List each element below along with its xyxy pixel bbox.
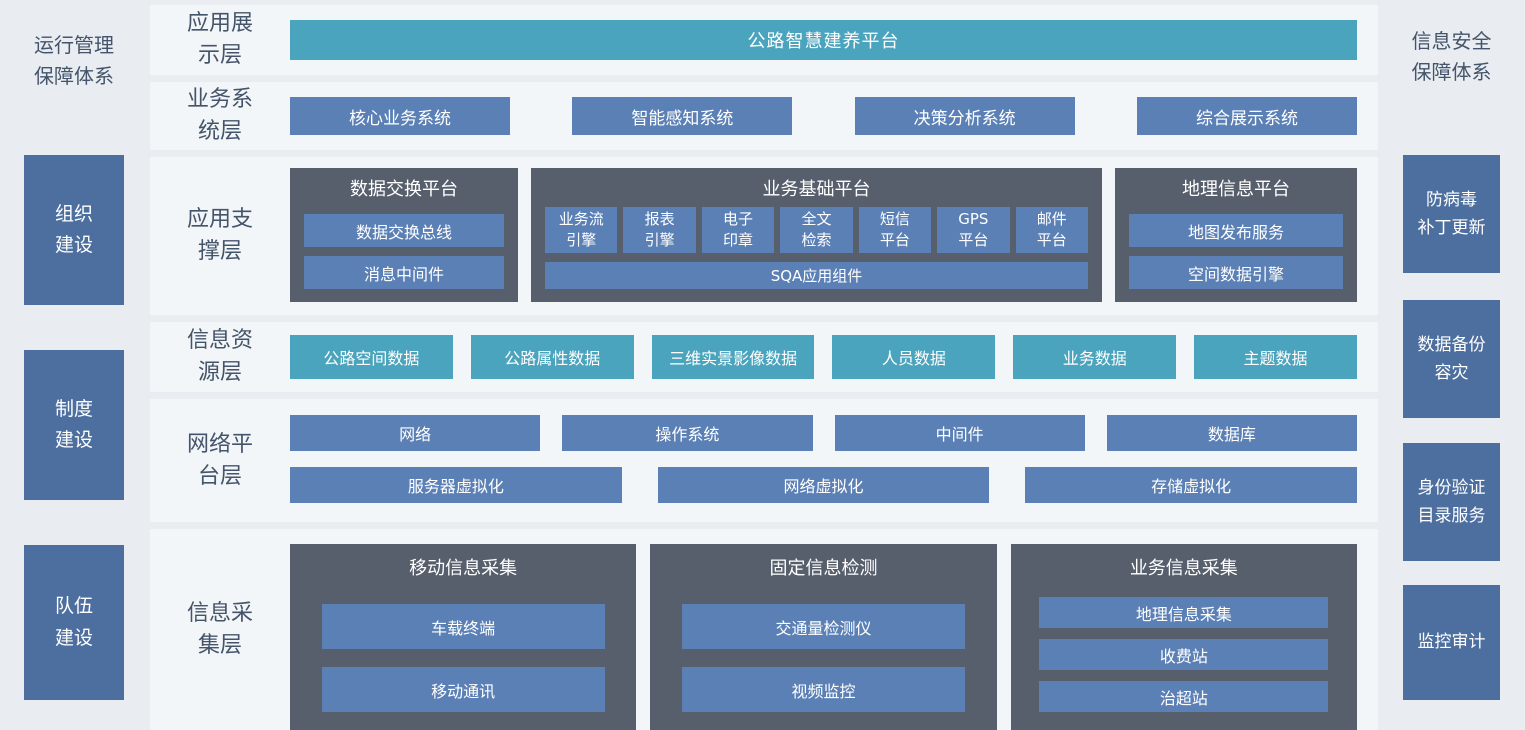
business-box-core: 核心业务系统: [290, 97, 510, 135]
resource-box-road-spatial: 公路空间数据: [290, 335, 453, 379]
resource-box-3d-imagery: 三维实景影像数据: [651, 335, 815, 379]
network-box-network-virtualization: 网络虚拟化: [657, 467, 990, 503]
layer-stack: 应用展 示层 公路智慧建养平台 业务系 统层 核心业务系统 智能感知系统 决策分…: [148, 0, 1378, 730]
group-mobile-collection: 移动信息采集 车载终端 移动通讯: [290, 544, 637, 730]
group-data-exchange: 数据交换平台 数据交换总线 消息中间件: [290, 168, 518, 302]
group-business-collection: 业务信息采集 地理信息采集 收费站 治超站: [1010, 544, 1357, 730]
resource-box-theme: 主题数据: [1194, 335, 1357, 379]
group-business-base: 业务基础平台 业务流 引擎 报表 引擎 电子 印章 全文 检索 短信 平台 GP…: [531, 168, 1102, 302]
support-box-sqa-components: SQA应用组件: [545, 262, 1088, 289]
layer-collection-label: 信息采 集层: [186, 600, 253, 658]
layer-support: 应用支 撑层 数据交换平台 数据交换总线 消息中间件 业务基础平台 业务流 引擎…: [150, 157, 1378, 315]
network-box-database: 数据库: [1106, 415, 1357, 451]
resource-box-row: 公路空间数据 公路属性数据 三维实景影像数据 人员数据 业务数据 主题数据: [290, 335, 1357, 379]
support-group-row: 数据交换平台 数据交换总线 消息中间件 业务基础平台 业务流 引擎 报表 引擎 …: [290, 168, 1357, 302]
collection-box-overload-station: 治超站: [1039, 681, 1329, 712]
business-box-row: 核心业务系统 智能感知系统 决策分析系统 综合展示系统: [290, 97, 1357, 135]
resource-box-business: 业务数据: [1013, 335, 1177, 379]
layer-business-content: 核心业务系统 智能感知系统 决策分析系统 综合展示系统: [290, 82, 1378, 150]
collection-box-video-surveillance: 视频监控: [682, 667, 965, 712]
right-panel-title: 信息安全 保障体系: [1411, 29, 1492, 84]
support-box-mail-platform: 邮件 平台: [1015, 207, 1088, 253]
resource-box-road-attribute: 公路属性数据: [470, 335, 634, 379]
right-item-antivirus-patch: 防病毒 补丁更新: [1403, 155, 1500, 273]
layer-resource-label: 信息资 源层: [186, 328, 253, 385]
support-box-spatial-engine: 空间数据引擎: [1129, 256, 1343, 289]
network-box-network: 网络: [290, 415, 541, 451]
layer-network: 网络平 台层 网络 操作系统 中间件 数据库 服务器虚拟化 网络虚拟化 存储虚拟…: [150, 399, 1378, 522]
layer-network-label: 网络平 台层: [186, 431, 253, 489]
collection-box-traffic-detector: 交通量检测仪: [682, 604, 965, 649]
left-item-team: 队伍 建设: [24, 545, 124, 700]
collection-box-toll-station: 收费站: [1039, 639, 1329, 670]
layer-collection: 信息采 集层 移动信息采集 车载终端 移动通讯 固定信息检测 交通量检测仪 视频…: [150, 529, 1378, 730]
resource-box-personnel: 人员数据: [832, 335, 996, 379]
layer-display: 应用展 示层 公路智慧建养平台: [150, 5, 1378, 75]
support-box-sms-platform: 短信 平台: [858, 207, 932, 253]
layer-support-label: 应用支 撑层: [186, 207, 253, 264]
group-gis-platform: 地理信息平台 地图发布服务 空间数据引擎: [1115, 168, 1357, 302]
network-box-os: 操作系统: [562, 415, 813, 451]
network-box-middleware: 中间件: [834, 415, 1085, 451]
collection-box-gis-collection: 地理信息采集: [1039, 597, 1329, 628]
business-box-display: 综合展示系统: [1136, 97, 1357, 135]
layer-support-content: 数据交换平台 数据交换总线 消息中间件 业务基础平台 业务流 引擎 报表 引擎 …: [290, 157, 1378, 315]
support-box-workflow-engine: 业务流 引擎: [545, 207, 618, 253]
layer-business-label: 业务系 统层: [186, 87, 253, 144]
group-gis-platform-title: 地理信息平台: [1182, 179, 1290, 200]
support-box-eseal: 电子 印章: [701, 207, 775, 253]
network-box-server-virtualization: 服务器虚拟化: [290, 467, 622, 503]
network-box-storage-virtualization: 存储虚拟化: [1025, 467, 1358, 503]
platform-banner: 公路智慧建养平台: [290, 20, 1357, 60]
support-box-message-middleware: 消息中间件: [304, 256, 504, 289]
network-box-row-1: 网络 操作系统 中间件 数据库: [290, 415, 1357, 451]
collection-box-vehicle-terminal: 车载终端: [321, 604, 605, 649]
right-item-identity-directory: 身份验证 目录服务: [1403, 443, 1500, 561]
right-item-backup-dr: 数据备份 容灾: [1403, 300, 1500, 418]
group-business-collection-title: 业务信息采集: [1129, 558, 1238, 579]
group-fixed-detection: 固定信息检测 交通量检测仪 视频监控: [650, 544, 997, 730]
support-box-exchange-bus: 数据交换总线: [304, 214, 504, 247]
group-data-exchange-title: 数据交换平台: [350, 179, 458, 200]
right-panel: 信息安全 保障体系 防病毒 补丁更新 数据备份 容灾 身份验证 目录服务 监控审…: [1378, 0, 1525, 730]
business-box-sensing: 智能感知系统: [572, 97, 793, 135]
left-item-organization: 组织 建设: [24, 155, 124, 305]
support-box-map-publish: 地图发布服务: [1129, 214, 1343, 247]
left-panel: 运行管理 保障体系 组织 建设 制度 建设 队伍 建设: [0, 0, 148, 730]
left-panel-title: 运行管理 保障体系: [34, 33, 114, 88]
support-small-box-row: 业务流 引擎 报表 引擎 电子 印章 全文 检索 短信 平台 GPS 平台 邮件…: [545, 207, 1088, 253]
right-item-monitor-audit: 监控审计: [1403, 585, 1500, 700]
layer-collection-content: 移动信息采集 车载终端 移动通讯 固定信息检测 交通量检测仪 视频监控 业务信息…: [290, 529, 1378, 730]
business-box-decision: 决策分析系统: [854, 97, 1075, 135]
collection-box-mobile-comm: 移动通讯: [321, 667, 605, 712]
layer-display-label: 应用展 示层: [186, 11, 253, 68]
layer-business: 业务系 统层 核心业务系统 智能感知系统 决策分析系统 综合展示系统: [150, 82, 1378, 150]
layer-display-content: 公路智慧建养平台: [290, 5, 1378, 75]
group-business-base-title: 业务基础平台: [762, 179, 871, 200]
layer-network-content: 网络 操作系统 中间件 数据库 服务器虚拟化 网络虚拟化 存储虚拟化: [290, 399, 1378, 522]
layer-resource-content: 公路空间数据 公路属性数据 三维实景影像数据 人员数据 业务数据 主题数据: [290, 322, 1378, 392]
network-box-row-2: 服务器虚拟化 网络虚拟化 存储虚拟化: [290, 467, 1358, 503]
group-fixed-detection-title: 固定信息检测: [769, 558, 878, 579]
collection-group-row: 移动信息采集 车载终端 移动通讯 固定信息检测 交通量检测仪 视频监控 业务信息…: [290, 544, 1357, 730]
support-box-gps-platform: GPS 平台: [937, 207, 1010, 253]
layer-resource: 信息资 源层 公路空间数据 公路属性数据 三维实景影像数据 人员数据 业务数据 …: [150, 322, 1378, 392]
support-box-report-engine: 报表 引擎: [623, 207, 696, 253]
group-mobile-collection-title: 移动信息采集: [409, 558, 518, 579]
support-box-fulltext-search: 全文 检索: [780, 207, 853, 253]
left-item-institution: 制度 建设: [24, 350, 124, 500]
